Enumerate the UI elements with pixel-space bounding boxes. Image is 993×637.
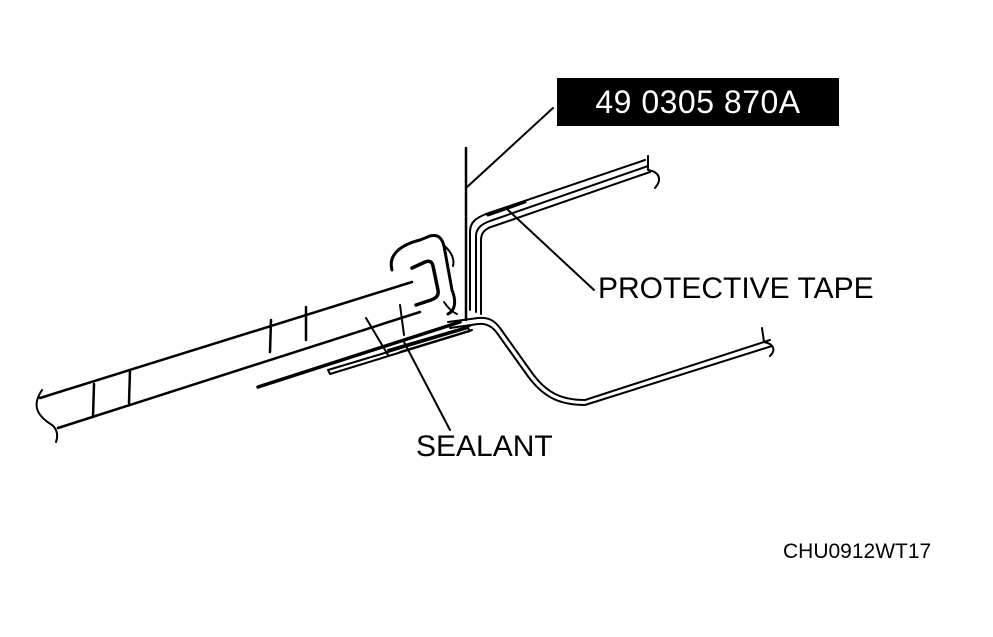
sealant-label: SEALANT <box>416 430 553 463</box>
special-tool-hook <box>389 234 458 316</box>
protective-tape-label: PROTECTIVE TAPE <box>598 272 874 305</box>
lower-flange <box>447 316 775 406</box>
upper-flange <box>464 146 661 322</box>
leader-lines <box>403 107 595 431</box>
part-number-badge: 49 0305 870A <box>557 78 839 126</box>
sealant-layers <box>256 320 473 389</box>
figure-code: CHU0912WT17 <box>783 540 932 563</box>
glass-panel <box>35 280 422 443</box>
